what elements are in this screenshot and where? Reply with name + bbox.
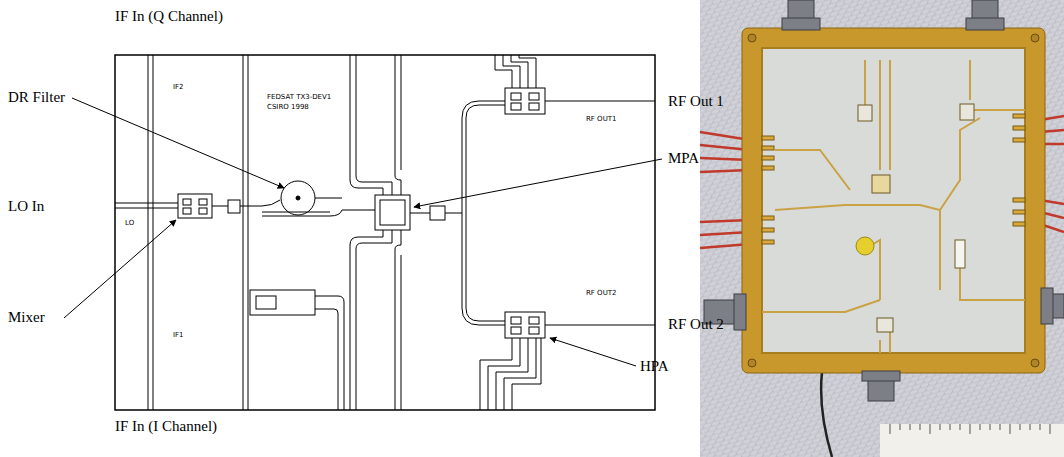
board-marking: LO: [124, 220, 135, 228]
callout-label: RF Out 1: [668, 93, 724, 110]
board-marking: FEDSAT TX3-DEV1: [266, 94, 332, 102]
callout-label: MPA: [668, 150, 699, 167]
board-marking: IF1: [172, 332, 185, 340]
callout-label: LO In: [8, 198, 44, 215]
callout-label: RF Out 2: [668, 316, 724, 333]
callout-label: IF In (Q Channel): [115, 8, 223, 25]
board-marking: IF2: [172, 84, 185, 92]
board-marking: RF OUT2: [585, 290, 617, 298]
callout-label: IF In (I Channel): [115, 418, 217, 435]
callout-label: Mixer: [8, 309, 45, 326]
callout-label: HPA: [640, 358, 669, 375]
board-marking: CSIRO 1998: [266, 104, 310, 112]
board-marking: RF OUT1: [585, 116, 617, 124]
callout-label: DR Filter: [8, 89, 65, 106]
